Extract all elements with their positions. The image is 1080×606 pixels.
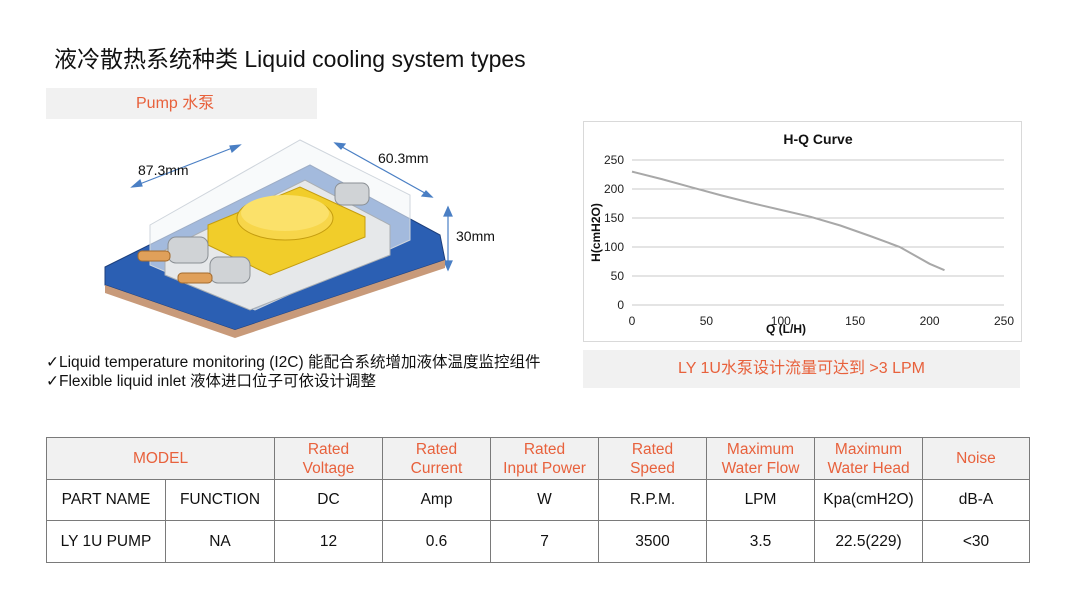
series-line: [631, 170, 945, 272]
dimension-width-label: 60.3mm: [378, 150, 429, 166]
x-tick-label: 100: [771, 314, 791, 328]
unit-cell: R.P.M.: [598, 479, 707, 521]
table-units-row: PART NAME FUNCTION DC Amp W R.P.M. LPM K…: [46, 479, 1030, 521]
unit-cell: FUNCTION: [165, 479, 275, 521]
y-tick-label: 200: [604, 182, 624, 196]
feature-list: ✓Liquid temperature monitoring (I2C) 能配合…: [46, 353, 540, 391]
value-cell: 7: [490, 520, 599, 563]
feature-item: ✓Liquid temperature monitoring (I2C) 能配合…: [46, 354, 541, 371]
unit-cell: LPM: [706, 479, 815, 521]
dimension-height-label: 30mm: [456, 228, 495, 244]
hq-curve-svg: 0 50 100 150 200 250 0 50 100 150 200 250 H-Q CurveQ…: [589, 131, 1014, 336]
feature-item: ✓Flexible liquid inlet 液体进口位子可依设计调整: [46, 373, 376, 390]
header-cell: MODEL: [46, 437, 275, 480]
value-cell: 22.5(229): [814, 520, 923, 563]
unit-cell: Amp: [382, 479, 491, 521]
value-cell: 3.5: [706, 520, 815, 563]
y-axis-label: H(cmH2O): [589, 203, 603, 262]
value-cell: 3500: [598, 520, 707, 563]
value-cell: NA: [165, 520, 275, 563]
chart-title: H-Q Curve: [783, 131, 852, 147]
x-tick-label: 150: [845, 314, 865, 328]
unit-cell: Kpa(cmH2O): [814, 479, 923, 521]
unit-cell: DC: [274, 479, 383, 521]
value-cell: LY 1U PUMP: [46, 520, 166, 563]
x-axis-label: Q (L/H): [766, 322, 806, 336]
y-tick-label: 100: [604, 240, 624, 254]
x-tick-label: 200: [920, 314, 940, 328]
dimension-length-label: 87.3mm: [138, 162, 189, 178]
y-tick-label: 50: [611, 269, 625, 283]
x-tick-label: 250: [994, 314, 1014, 328]
unit-cell: W: [490, 479, 599, 521]
value-cell: 0.6: [382, 520, 491, 563]
x-tick-label: 50: [700, 314, 714, 328]
y-tick-label: 0: [617, 298, 624, 312]
value-cell: 12: [274, 520, 383, 563]
pump-illustration: 87.3mm 60.3mm 30mm: [104, 139, 495, 338]
pump-section-label: Pump 水泵: [46, 88, 317, 119]
value-cell: <30: [922, 520, 1030, 563]
page-title: 液冷散热系统种类 Liquid cooling system types: [54, 46, 526, 72]
x-tick-label: 0: [629, 314, 636, 328]
header-cell: Noise: [922, 437, 1030, 480]
y-tick-label: 150: [604, 211, 624, 225]
y-tick-label: 250: [604, 153, 624, 167]
unit-cell: PART NAME: [46, 479, 166, 521]
table-row: LY 1U PUMP NA 12 0.6 7 3500 3.5 22.5(229…: [46, 520, 1030, 563]
flow-callout: LY 1U水泵设计流量可达到 >3 LPM: [583, 350, 1020, 388]
unit-cell: dB-A: [922, 479, 1030, 521]
